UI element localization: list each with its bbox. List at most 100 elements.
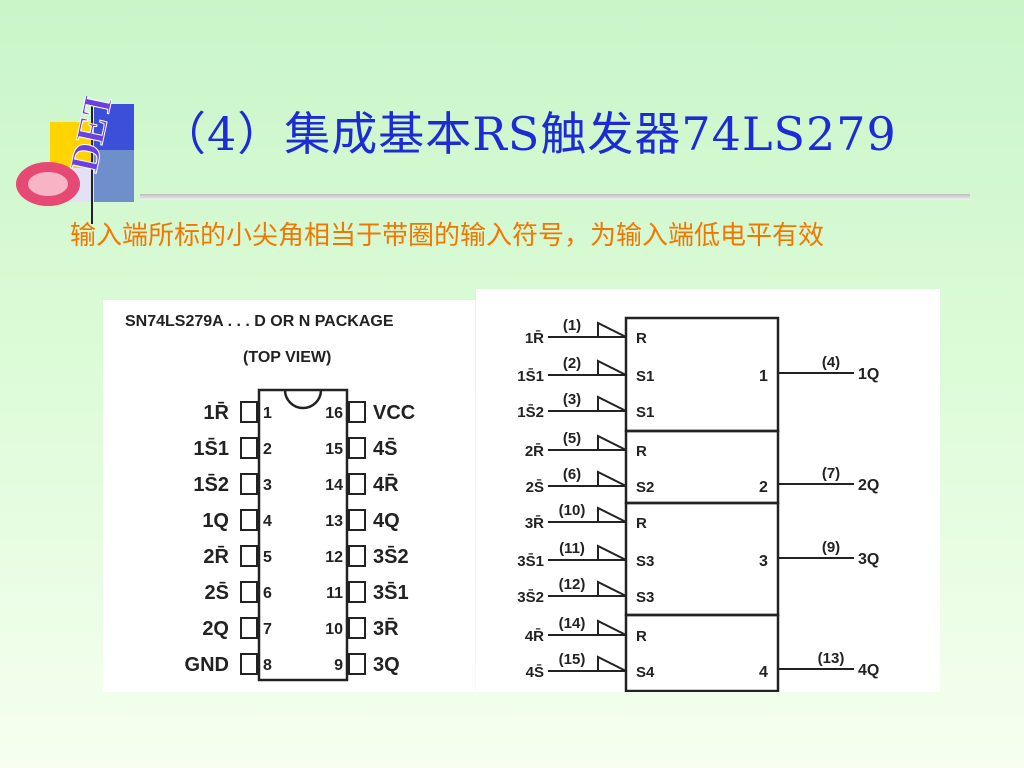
- input-label: R: [636, 443, 647, 460]
- pin-name: GND: [185, 654, 229, 676]
- block-number: 3: [759, 553, 768, 570]
- slide-title: （4）集成基本RS触发器74LS279: [160, 107, 897, 161]
- active-low-marker: [597, 544, 627, 561]
- input-pin-number: (6): [563, 466, 581, 483]
- pin-name: 3S̄2: [373, 546, 409, 568]
- det-logo: DET: [14, 85, 154, 226]
- pin-name: 1S̄1: [193, 438, 229, 460]
- output-pin-number: (7): [822, 465, 840, 482]
- active-low-marker: [597, 434, 627, 451]
- output-label: 2Q: [858, 477, 879, 494]
- pin-box: [348, 545, 366, 567]
- input-pin-number: (1): [563, 317, 581, 334]
- input-signal: 3R̄: [525, 514, 544, 532]
- pin-box: [240, 401, 258, 423]
- input-label: S2: [636, 479, 654, 496]
- input-pin-number: (5): [563, 430, 581, 447]
- pin-box: [348, 581, 366, 603]
- title-divider: [140, 194, 970, 200]
- pin-number: 15: [325, 441, 343, 458]
- pin-number: 11: [326, 585, 343, 602]
- flip-flop-block: [624, 613, 780, 693]
- pin-box: [348, 617, 366, 639]
- pin-box: [348, 437, 366, 459]
- pin-box: [240, 473, 258, 495]
- pin-number: 14: [325, 477, 343, 494]
- pin-number: 8: [263, 657, 272, 674]
- output-label: 3Q: [858, 551, 879, 568]
- pin-number: 3: [263, 477, 272, 494]
- output-pin-number: (9): [822, 539, 840, 556]
- pin-number: 5: [263, 549, 272, 566]
- input-signal: 2S̄: [526, 478, 544, 496]
- pin-number: 12: [325, 549, 343, 566]
- pin-box: [240, 653, 258, 675]
- input-signal: 3S̄2: [517, 588, 544, 606]
- pin-name: 3Q: [373, 654, 400, 676]
- input-pin-number: (10): [559, 502, 586, 519]
- pin-name: 4S̄: [373, 438, 397, 460]
- pin-number: 4: [263, 513, 272, 530]
- pin-box: [348, 509, 366, 531]
- input-signal: 1R̄: [525, 329, 544, 347]
- pin-name: 2Q: [202, 618, 229, 640]
- input-pin-number: (15): [559, 651, 586, 668]
- input-label: S4: [636, 664, 655, 681]
- pin-name: 4R̄: [373, 474, 399, 496]
- pin-box: [240, 437, 258, 459]
- block-number: 1: [759, 368, 768, 385]
- pin-box: [348, 401, 366, 423]
- active-low-marker: [597, 470, 627, 487]
- ic-notch: [283, 389, 323, 410]
- pin-box: [240, 581, 258, 603]
- pin-name: 2S̄: [205, 582, 229, 604]
- input-signal: 3S̄1: [517, 552, 544, 570]
- active-low-marker: [597, 655, 627, 672]
- input-signal: 2R̄: [525, 442, 544, 460]
- input-pin-number: (3): [563, 391, 581, 408]
- pin-box: [240, 509, 258, 531]
- pin-name: 3S̄1: [373, 582, 409, 604]
- input-label: S3: [636, 589, 654, 606]
- input-signal: 4S̄: [526, 663, 544, 681]
- pin-number: 1: [263, 405, 272, 422]
- pin-number: 13: [325, 513, 343, 530]
- input-label: R: [636, 628, 647, 645]
- block-number: 4: [759, 664, 768, 681]
- output-label: 4Q: [858, 662, 879, 679]
- input-pin-number: (12): [559, 576, 586, 593]
- output-pin-number: (4): [822, 354, 840, 371]
- pin-box: [240, 545, 258, 567]
- ic-body: [257, 388, 349, 682]
- block-number: 2: [759, 479, 768, 496]
- pin-number: 6: [263, 585, 272, 602]
- input-pin-number: (2): [563, 355, 581, 372]
- output-label: 1Q: [858, 366, 879, 383]
- input-label: S3: [636, 553, 654, 570]
- slide-subtitle: 输入端所标的小尖角相当于带圈的输入符号，为输入端低电平有效: [70, 221, 825, 251]
- active-low-marker: [597, 359, 627, 376]
- input-pin-number: (11): [559, 540, 585, 557]
- input-signal: 4R̄: [525, 627, 544, 645]
- input-label: R: [636, 330, 647, 347]
- pin-name: 1Q: [202, 510, 229, 532]
- pin-number: 10: [325, 621, 343, 638]
- input-signal: 1S̄2: [517, 403, 544, 421]
- pin-name: 1R̄: [203, 402, 229, 424]
- output-pin-number: (13): [818, 650, 845, 667]
- top-view-label: (TOP VIEW): [243, 349, 331, 366]
- active-low-marker: [597, 321, 627, 338]
- pin-box: [348, 473, 366, 495]
- pin-number: 16: [325, 405, 343, 422]
- pin-number: 2: [263, 441, 272, 458]
- pin-name: 4Q: [373, 510, 400, 532]
- pin-name: 2R̄: [203, 546, 229, 568]
- pin-box: [240, 617, 258, 639]
- pin-name: VCC: [373, 402, 415, 424]
- active-low-marker: [597, 395, 627, 412]
- active-low-marker: [597, 580, 627, 597]
- pin-number: 9: [334, 657, 343, 674]
- pin-number: 7: [263, 621, 272, 638]
- active-low-marker: [597, 506, 627, 523]
